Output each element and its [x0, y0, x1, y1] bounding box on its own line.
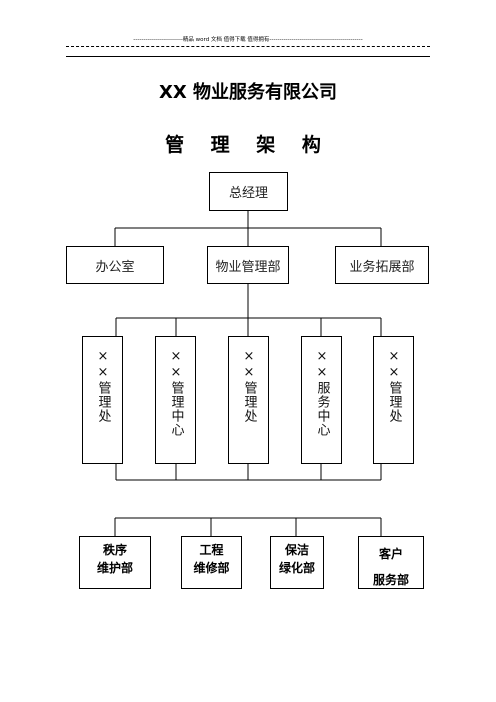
org-node-label: 业务拓展部	[349, 259, 415, 275]
org-node-unit-5: ××管理处	[373, 336, 414, 464]
org-node-label: ××管理处	[95, 349, 111, 423]
org-node-label: 物业管理部	[215, 259, 281, 275]
org-node-label: ××服务中心	[314, 349, 330, 437]
org-node-unit-2: ××管理中心	[155, 336, 196, 464]
org-node-business-development: 业务拓展部	[335, 246, 429, 284]
org-node-unit-3: ××管理处	[228, 336, 269, 464]
org-node-label: ××管理处	[241, 349, 257, 423]
org-node-team-engineering: 工程 维修部	[181, 536, 242, 589]
org-node-label: 办公室	[95, 259, 135, 275]
structure-title: 管 理 架 构	[165, 134, 331, 156]
page-header-banner: -------------------------精品 word 文档 值得下载…	[133, 37, 363, 43]
org-node-label: 客户 服务部	[372, 547, 409, 587]
org-node-unit-1: ××管理处	[82, 336, 123, 464]
org-node-label: ××管理中心	[168, 349, 184, 437]
header-solid-rule	[66, 56, 430, 57]
org-node-label: 工程 维修部	[193, 543, 230, 575]
org-node-label: 秩序 维护部	[96, 543, 133, 575]
org-node-general-manager: 总经理	[209, 172, 288, 211]
org-node-office: 办公室	[66, 246, 164, 284]
org-node-team-customer-service: 客户 服务部	[358, 536, 424, 589]
org-node-label: ××管理处	[386, 349, 402, 423]
org-node-label: 总经理	[228, 186, 268, 201]
company-title: XX 物业服务有限公司	[158, 82, 338, 103]
org-node-team-security: 秩序 维护部	[79, 536, 151, 589]
org-node-property-management: 物业管理部	[207, 246, 289, 284]
header-dashed-rule	[66, 46, 430, 47]
org-node-team-cleaning: 保洁 绿化部	[270, 536, 324, 589]
org-node-unit-4: ××服务中心	[301, 336, 342, 464]
org-node-label: 保洁 绿化部	[278, 543, 315, 575]
